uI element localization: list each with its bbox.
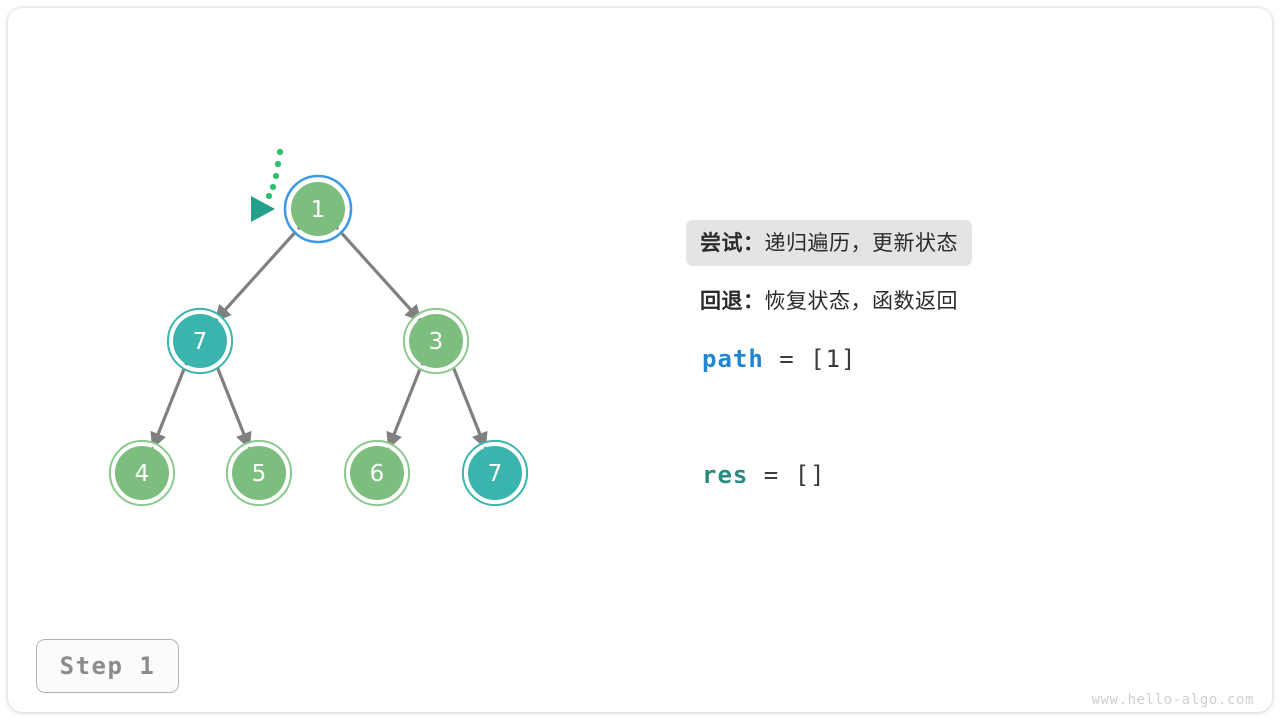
node-label: 3 [429, 329, 444, 355]
res-value: = [] [748, 461, 826, 489]
edge-7-5 [214, 363, 252, 450]
backtrack-text: 恢复状态，函数返回 [764, 289, 958, 313]
try-line: 尝试：递归遍历，更新状态 [686, 220, 972, 266]
node-inner-ring-gap [404, 309, 468, 373]
node-circle [173, 314, 227, 368]
backtrack-label: 回退： [700, 289, 765, 313]
res-line: res = [] [686, 461, 826, 489]
edge-1-3 [335, 226, 422, 322]
pointer-dotted-trail [265, 148, 284, 200]
node-inner-ring-gap [110, 441, 174, 505]
node-outer-ring [402, 307, 470, 375]
tree-node-3[interactable]: 3 [402, 307, 470, 375]
node-label: 5 [252, 461, 267, 487]
node-circle [115, 446, 169, 500]
tree-node-6[interactable]: 6 [343, 439, 411, 507]
tree-node-4[interactable]: 4 [108, 439, 176, 507]
node-circle [232, 446, 286, 500]
node-inner-ring-gap [345, 441, 409, 505]
node-inner-ring-gap [168, 309, 232, 373]
node-label: 7 [193, 329, 208, 355]
edge-7-4 [150, 363, 188, 450]
node-label: 7 [488, 461, 503, 487]
tree-node-7-right[interactable]: 7 [461, 439, 529, 507]
edge-3-6 [386, 363, 424, 450]
node-label: 1 [311, 197, 326, 223]
try-label: 尝试： [700, 231, 765, 255]
binary-tree-diagram: 1 7 3 4 [108, 148, 529, 507]
try-row: 尝试：递归遍历，更新状态 [686, 214, 1206, 272]
state-panel: 尝试：递归遍历，更新状态 回退：恢复状态，函数返回 path = [1] res… [686, 214, 1206, 504]
path-value: = [1] [763, 345, 857, 373]
backtrack-line: 回退：恢复状态，函数返回 [686, 278, 972, 324]
edge-1-7 [214, 226, 301, 322]
res-variable-name: res [702, 461, 749, 489]
path-variable-name: path [702, 345, 764, 373]
node-inner-ring-gap [463, 441, 527, 505]
try-text: 递归遍历，更新状态 [764, 231, 958, 255]
node-inner-ring-gap [227, 441, 291, 505]
node-circle [468, 446, 522, 500]
res-row: res = [] [686, 446, 1206, 504]
node-outer-ring [166, 307, 234, 375]
tree-node-5[interactable]: 5 [225, 439, 293, 507]
step-badge: Step 1 [36, 639, 179, 693]
node-label: 4 [135, 461, 150, 487]
path-row: path = [1] [686, 330, 1206, 388]
node-circle [409, 314, 463, 368]
node-highlight-ring [283, 174, 353, 244]
node-outer-ring [461, 439, 529, 507]
node-circle [291, 182, 345, 236]
node-outer-ring [343, 439, 411, 507]
node-inner-ring-gap [286, 177, 350, 241]
tree-node-7-left[interactable]: 7 [166, 307, 234, 375]
node-circle [350, 446, 404, 500]
tree-node-1[interactable]: 1 [283, 174, 353, 244]
backtrack-row: 回退：恢复状态，函数返回 [686, 272, 1206, 330]
node-outer-ring [225, 439, 293, 507]
tree-edges [150, 226, 488, 450]
pointer-triangle-icon [251, 196, 275, 222]
watermark: www.hello-algo.com [1091, 692, 1254, 708]
tree-nodes: 1 7 3 4 [108, 174, 529, 507]
edge-3-7b [450, 363, 488, 450]
recursion-pointer [251, 148, 284, 222]
path-line: path = [1] [686, 345, 857, 373]
node-outer-ring [108, 439, 176, 507]
panel-spacer [686, 388, 1206, 446]
node-label: 6 [370, 461, 385, 487]
